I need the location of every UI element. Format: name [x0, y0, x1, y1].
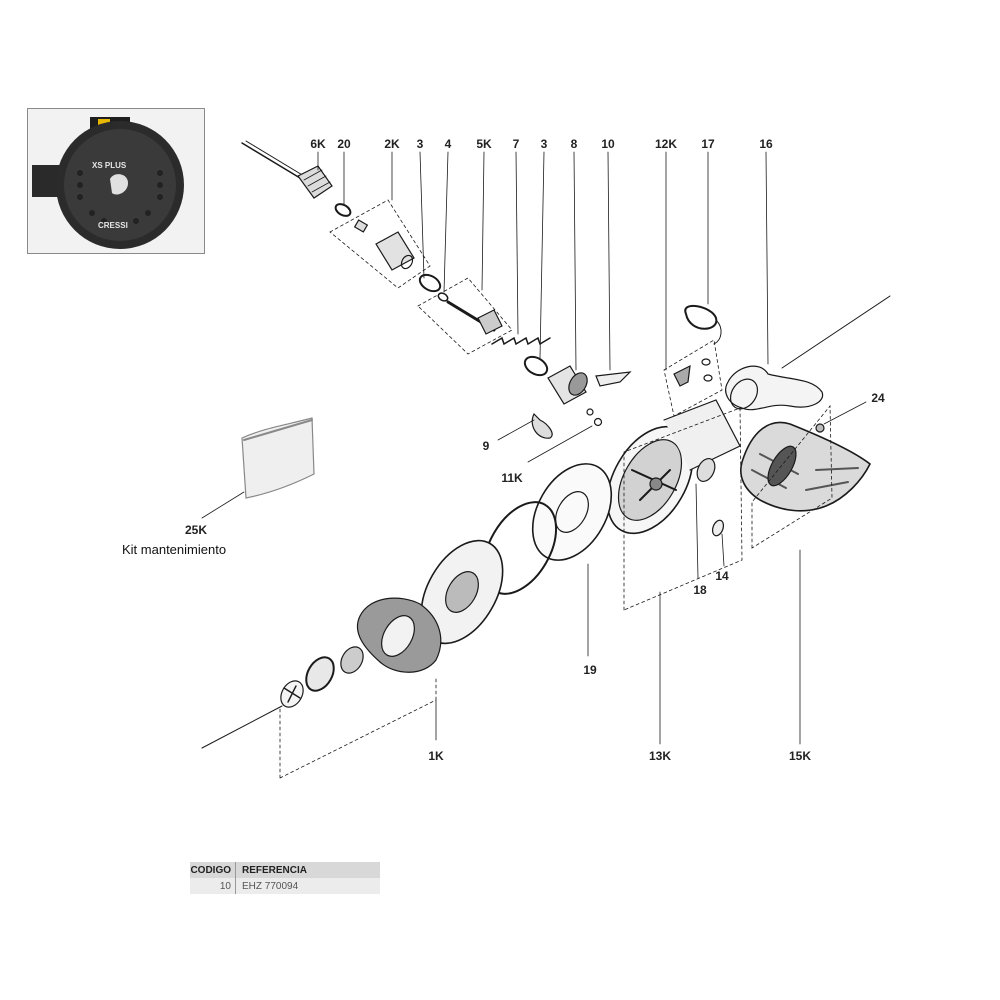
part-cover	[420, 539, 504, 645]
part-16	[725, 365, 824, 411]
leader-10	[607, 151, 611, 371]
label-19: 19	[583, 663, 597, 677]
group-1k-box	[279, 675, 437, 779]
label-17: 17	[701, 137, 715, 151]
header-ref: REFERENCIA	[242, 864, 308, 876]
leader-5k	[481, 151, 485, 291]
photo-brand-text: CRESSI	[98, 221, 128, 230]
part-6k	[297, 165, 333, 199]
part-11k-b	[593, 417, 603, 427]
part-2k	[353, 219, 415, 271]
leader-18	[695, 483, 699, 579]
axis-line	[201, 705, 283, 749]
part-24	[815, 423, 825, 433]
label-3a: 3	[416, 137, 424, 151]
photo-model-text: XS PLUS	[92, 161, 127, 170]
product-photo: XS PLUS CRESSI	[27, 108, 205, 254]
leader-16	[781, 295, 891, 369]
part-20	[334, 203, 352, 217]
label-8: 8	[570, 137, 578, 151]
kit-label: Kit mantenimiento	[122, 542, 227, 557]
hose-line-2	[245, 140, 305, 177]
label-20: 20	[337, 137, 351, 151]
group-2k-box	[329, 199, 431, 289]
leader-25k	[201, 491, 245, 519]
part-15k	[740, 421, 872, 512]
label-24: 24	[871, 391, 885, 405]
leader-14	[721, 533, 725, 567]
label-14: 14	[715, 569, 729, 583]
header-code: CODIGO	[190, 862, 236, 878]
part-14	[711, 519, 725, 537]
leader-9	[497, 419, 535, 441]
part-8	[547, 365, 588, 405]
label-15k: 15K	[788, 749, 812, 763]
leader-11k	[527, 425, 593, 463]
leader-16b	[765, 151, 769, 365]
hose-line	[241, 142, 301, 179]
label-25k: 25K	[184, 523, 208, 537]
part-7	[491, 336, 551, 346]
part-3b	[523, 355, 549, 377]
leader-24	[823, 401, 867, 425]
row-code: 10	[190, 878, 236, 894]
part-12k	[673, 358, 713, 387]
label-6k: 6K	[310, 137, 326, 151]
group-13k-box	[623, 407, 743, 611]
part-1k-valve	[340, 646, 364, 674]
label-10: 10	[601, 137, 615, 151]
part-25k	[241, 417, 315, 499]
part-1k-ring	[305, 656, 335, 692]
leader-4	[443, 151, 449, 293]
label-18: 18	[693, 583, 707, 597]
leader-7	[515, 151, 519, 335]
label-5k: 5K	[476, 137, 492, 151]
part-1k-frame	[356, 597, 442, 673]
leader-3a	[419, 151, 425, 279]
label-1k: 1K	[428, 749, 444, 763]
part-17	[684, 304, 718, 330]
part-19	[531, 463, 613, 561]
group-12k-box	[663, 339, 723, 417]
label-2k: 2K	[384, 137, 400, 151]
part-9	[531, 412, 553, 439]
row-ref: EHZ 770094	[242, 880, 299, 892]
part-5k	[446, 300, 503, 335]
reference-table: CODIGO REFERENCIA 10 EHZ 770094	[190, 862, 380, 894]
reference-table-header: CODIGO REFERENCIA	[190, 862, 380, 878]
label-7: 7	[512, 137, 520, 151]
part-3a	[418, 273, 442, 293]
group-15k-box	[751, 404, 833, 549]
label-16: 16	[759, 137, 773, 151]
leader-3b	[539, 151, 545, 359]
label-4: 4	[444, 137, 452, 151]
part-18	[696, 458, 716, 482]
label-9: 9	[482, 439, 490, 453]
reference-table-row: 10 EHZ 770094	[190, 878, 380, 894]
label-13k: 13K	[648, 749, 672, 763]
part-13k-body	[606, 399, 741, 535]
part-10	[595, 371, 632, 387]
label-12k: 12K	[654, 137, 678, 151]
group-5k-box	[417, 277, 513, 355]
label-11k: 11K	[501, 471, 523, 485]
regulator-picture	[28, 109, 204, 253]
label-3b: 3	[540, 137, 548, 151]
part-11k-a	[586, 408, 594, 416]
leader-8	[573, 151, 577, 371]
